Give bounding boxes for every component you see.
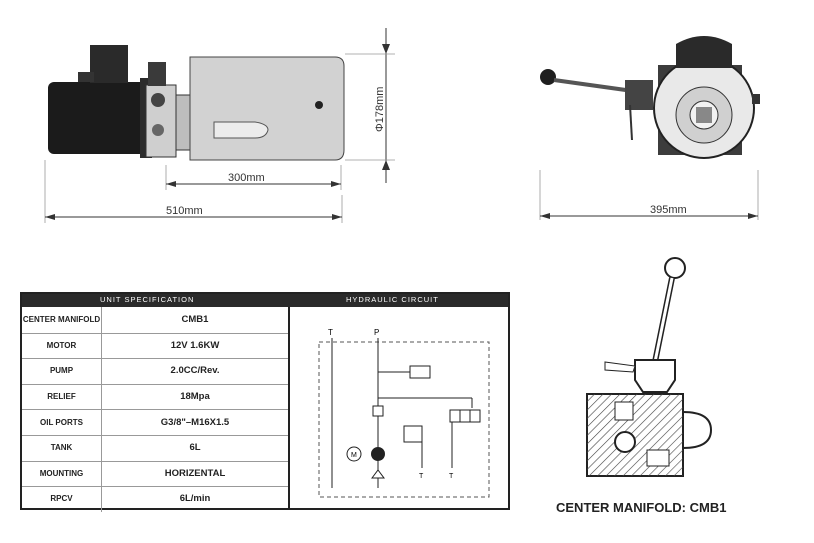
spec-value: G3/8"–M16X1.5: [160, 416, 230, 428]
width-label: 395mm: [650, 204, 687, 216]
solenoid-valve: [409, 365, 431, 379]
hydraulic-circuit: T P M T T: [318, 328, 490, 498]
spec-label: PUMP: [22, 358, 102, 384]
spec-label: TANK: [22, 435, 102, 461]
spec-label: RELIEF: [22, 383, 102, 410]
spec-label: RPCV: [22, 486, 102, 512]
spec-label: OIL PORTS: [22, 409, 102, 435]
side-view-drawing: Φ178mm 300mm 510mm: [44, 28, 395, 223]
spec-value: CMB1: [181, 314, 209, 326]
spec-row: RELIEF 18Mpa: [22, 383, 288, 411]
spec-row: RPCV 6L/min: [22, 486, 288, 512]
check-valve: [372, 405, 384, 417]
circuit-title: HYDRAULIC CIRCUIT: [346, 295, 439, 304]
spec-row: OIL PORTS G3/8"–M16X1.5: [22, 409, 288, 436]
spec-value: 12V 1.6KW: [170, 339, 220, 351]
spec-table: UNIT SPECIFICATION HYDRAULIC CIRCUIT CEN…: [20, 292, 510, 512]
spec-label: MOTOR: [22, 332, 102, 359]
manifold-drawing: [586, 257, 713, 477]
spec-value: 6L: [189, 442, 201, 454]
spec-row: MOUNTING HORIZENTAL: [22, 460, 288, 488]
spec-value: 6L/min: [179, 493, 211, 505]
relief-valve: [403, 425, 423, 443]
diameter-label: Φ178mm: [374, 87, 386, 132]
table-divider: [288, 307, 290, 510]
motor-symbol: [346, 446, 362, 462]
tank-length-label: 300mm: [228, 172, 265, 184]
spec-row: PUMP 2.0CC/Rev.: [22, 358, 288, 385]
lever-knob: [540, 69, 556, 85]
motor-symbol-label: M: [351, 452, 357, 459]
spec-title: UNIT SPECIFICATION: [100, 295, 195, 304]
return-t2: T: [449, 473, 454, 480]
spec-label: CENTER MANIFOLD: [22, 307, 102, 333]
port-t-label: T: [328, 328, 333, 337]
manifold-caption: CENTER MANIFOLD: CMB1: [556, 500, 727, 515]
pump-symbol: [371, 447, 385, 461]
port-p-label: P: [374, 328, 379, 337]
spec-value: 18Mpa: [180, 391, 210, 403]
spec-row: TANK 6L: [22, 435, 288, 462]
spec-label: MOUNTING: [22, 460, 102, 487]
spec-value: 2.0CC/Rev.: [170, 365, 220, 377]
directional-valve: [449, 409, 481, 423]
motor-terminal-box: [90, 45, 128, 83]
spec-row: CENTER MANIFOLD CMB1: [22, 307, 288, 334]
motor-body: [48, 82, 148, 154]
lever-knob-top: [664, 257, 686, 279]
return-t1: T: [419, 473, 424, 480]
spec-value: HORIZENTAL: [164, 467, 226, 479]
spec-row: MOTOR 12V 1.6KW: [22, 332, 288, 360]
front-view-drawing: 395mm: [539, 36, 760, 220]
overall-length-label: 510mm: [166, 205, 203, 217]
spec-header: UNIT SPECIFICATION HYDRAULIC CIRCUIT: [22, 294, 508, 307]
